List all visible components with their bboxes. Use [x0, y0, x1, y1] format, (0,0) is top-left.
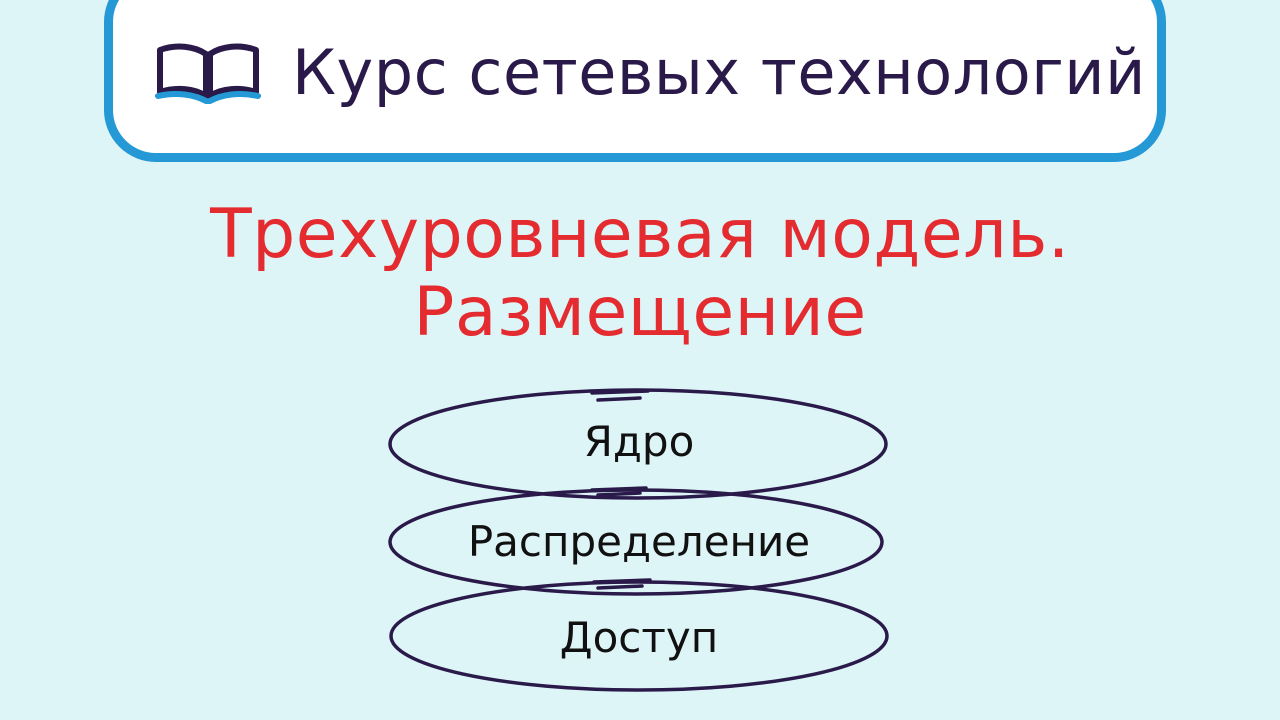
layer-label-distribution: Распределение	[467, 517, 811, 566]
connector-bottom-2	[596, 584, 644, 590]
page-title: Трехуровневая модель. Размещение	[0, 196, 1280, 352]
connector-bottom	[592, 578, 652, 584]
layer-label-access: Доступ	[559, 613, 719, 662]
connector-mid-2	[596, 491, 642, 497]
course-title: Курс сетевых технологий	[292, 36, 1146, 109]
connector-top-2	[596, 396, 642, 402]
connector-top	[590, 389, 650, 395]
open-book-icon	[155, 43, 261, 104]
layer-label-core: Ядро	[583, 417, 695, 466]
title-line-1: Трехуровневая модель.	[210, 195, 1070, 274]
title-line-2: Размещение	[413, 273, 867, 352]
connector-mid	[590, 486, 648, 492]
header-card	[104, 0, 1166, 162]
